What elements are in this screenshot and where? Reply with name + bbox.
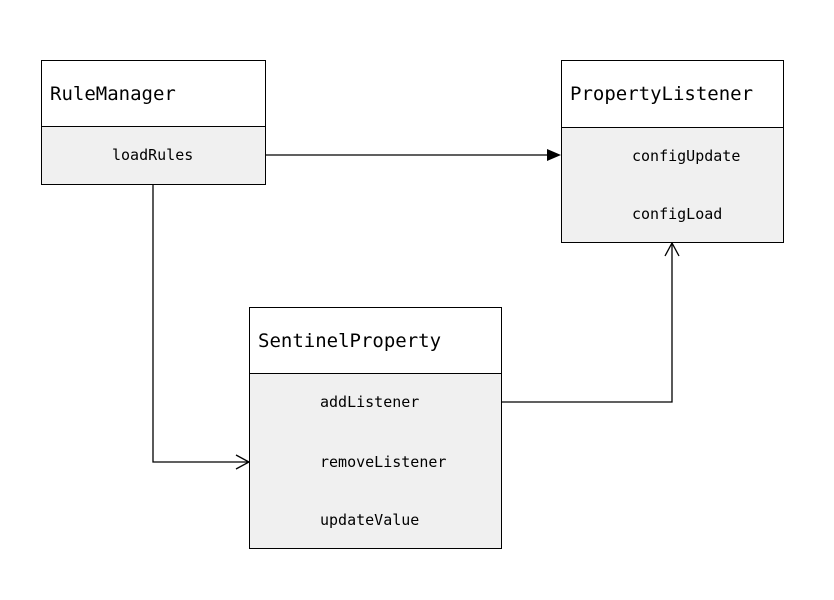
method-load-rules: loadRules	[112, 146, 194, 164]
class-header-rule-manager: RuleManager	[42, 61, 265, 127]
method-config-update: configUpdate	[632, 147, 741, 165]
open-arrowhead-listener	[664, 241, 680, 257]
class-name: PropertyListener	[570, 83, 754, 105]
class-members-property-listener: configUpdate configLoad	[562, 128, 783, 242]
method-update-value: updateValue	[320, 511, 420, 529]
class-members-rule-manager: loadRules	[42, 127, 265, 184]
class-name: SentinelProperty	[258, 329, 442, 352]
class-members-sentinel-property: addListener removeListener updateValue	[250, 374, 501, 548]
class-name: RuleManager	[50, 82, 176, 105]
connector-addlistener-to-propertylistener	[502, 243, 673, 403]
method-add-listener: addListener	[320, 393, 420, 411]
method-config-load: configLoad	[632, 205, 723, 223]
method-remove-listener: removeListener	[320, 453, 447, 471]
class-box-property-listener: PropertyListener configUpdate configLoad	[561, 60, 784, 243]
class-header-sentinel-property: SentinelProperty	[250, 308, 501, 374]
filled-arrowhead	[547, 149, 561, 161]
class-box-rule-manager: RuleManager loadRules	[41, 60, 266, 185]
class-header-property-listener: PropertyListener	[562, 61, 783, 128]
class-box-sentinel-property: SentinelProperty addListener removeListe…	[249, 307, 502, 549]
connector-rulemanager-to-sentinelproperty	[152, 185, 249, 463]
